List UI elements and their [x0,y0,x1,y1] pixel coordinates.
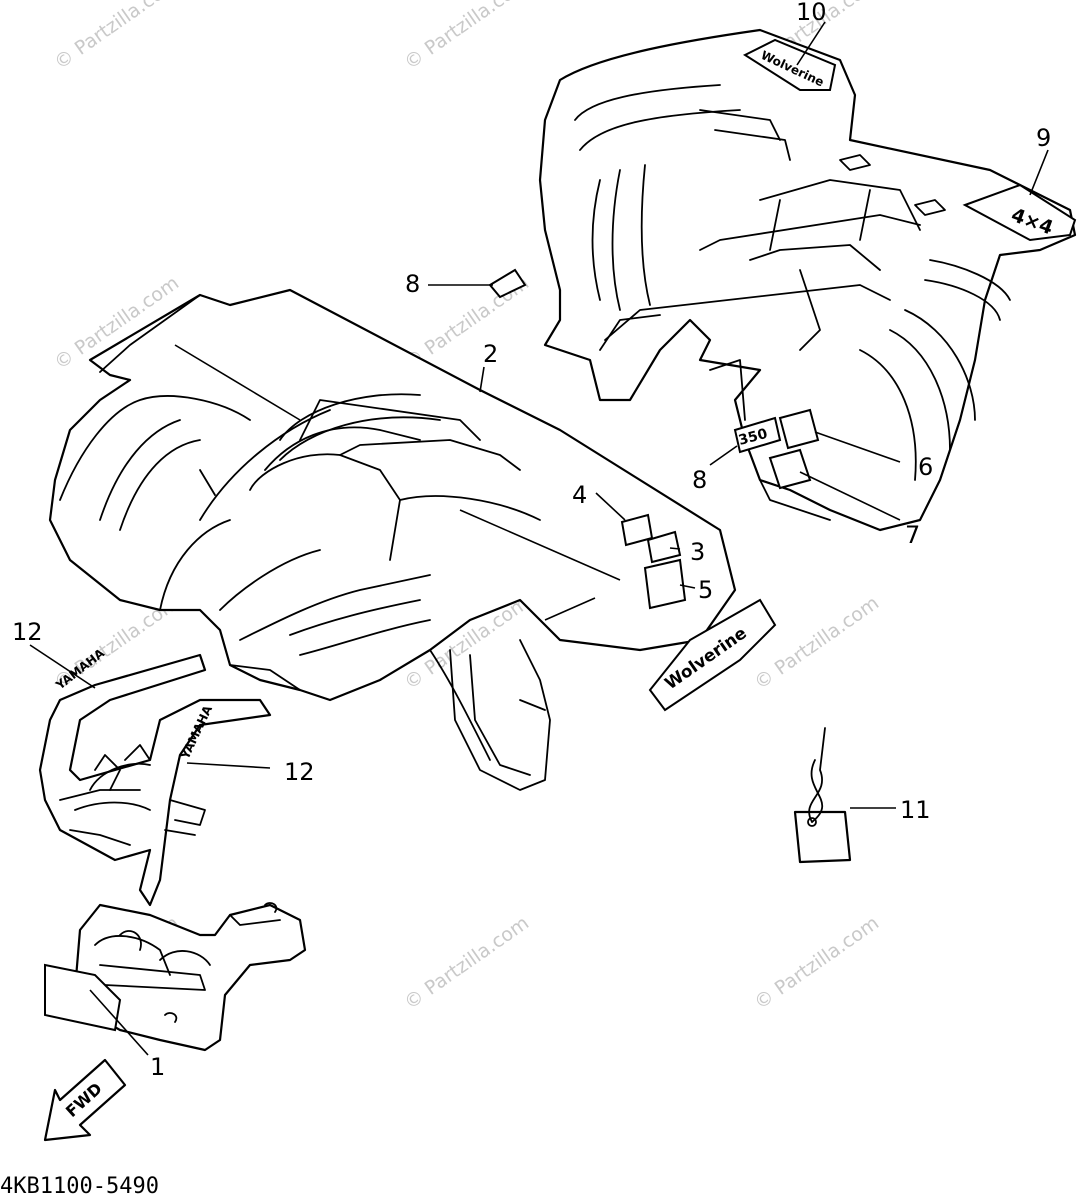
callout-6: 6 [918,453,933,481]
callout-9: 9 [1036,124,1051,152]
front-fender [48,288,737,791]
callout-5: 5 [698,576,713,604]
callout-4: 4 [572,481,587,509]
decal-4x4: 4×4 [962,183,1077,242]
decal-5 [643,558,687,610]
callout-12: 12 [12,618,43,646]
callout-8: 8 [692,466,707,494]
decal-1 [44,963,122,1032]
leader-lines [29,21,1049,1056]
fwd-arrow-icon: FWD [43,1058,127,1142]
callout-8: 8 [405,270,420,298]
rear-fender [538,28,1077,532]
decal-3 [646,530,682,564]
callout-10: 10 [796,0,827,26]
decal-6 [778,408,820,450]
callout-1: 1 [150,1053,165,1081]
diagram-code: 4KB1100-5490 [0,1174,159,1199]
watermark: © Partzilla.com [50,0,183,74]
callout-2: 2 [483,340,498,368]
decal-7 [768,448,812,490]
watermark: © Partzilla.com [750,592,883,694]
callout-3: 3 [690,538,705,566]
callouts: 10 9 8 2 8 6 7 4 3 5 12 12 11 1 [12,0,1051,1081]
watermark: © Partzilla.com [400,912,533,1014]
front-panel [73,902,307,1052]
decal-small-rear [488,268,527,299]
callout-11: 11 [900,796,931,824]
decal-350: 350 [733,416,782,454]
decal-text: 350 [737,426,770,449]
callout-12: 12 [284,758,315,786]
watermark: © Partzilla.com [400,0,533,74]
tag-label [793,727,852,864]
callout-7: 7 [905,521,920,549]
front-guard [38,653,272,907]
watermark: © Partzilla.com [750,912,883,1014]
